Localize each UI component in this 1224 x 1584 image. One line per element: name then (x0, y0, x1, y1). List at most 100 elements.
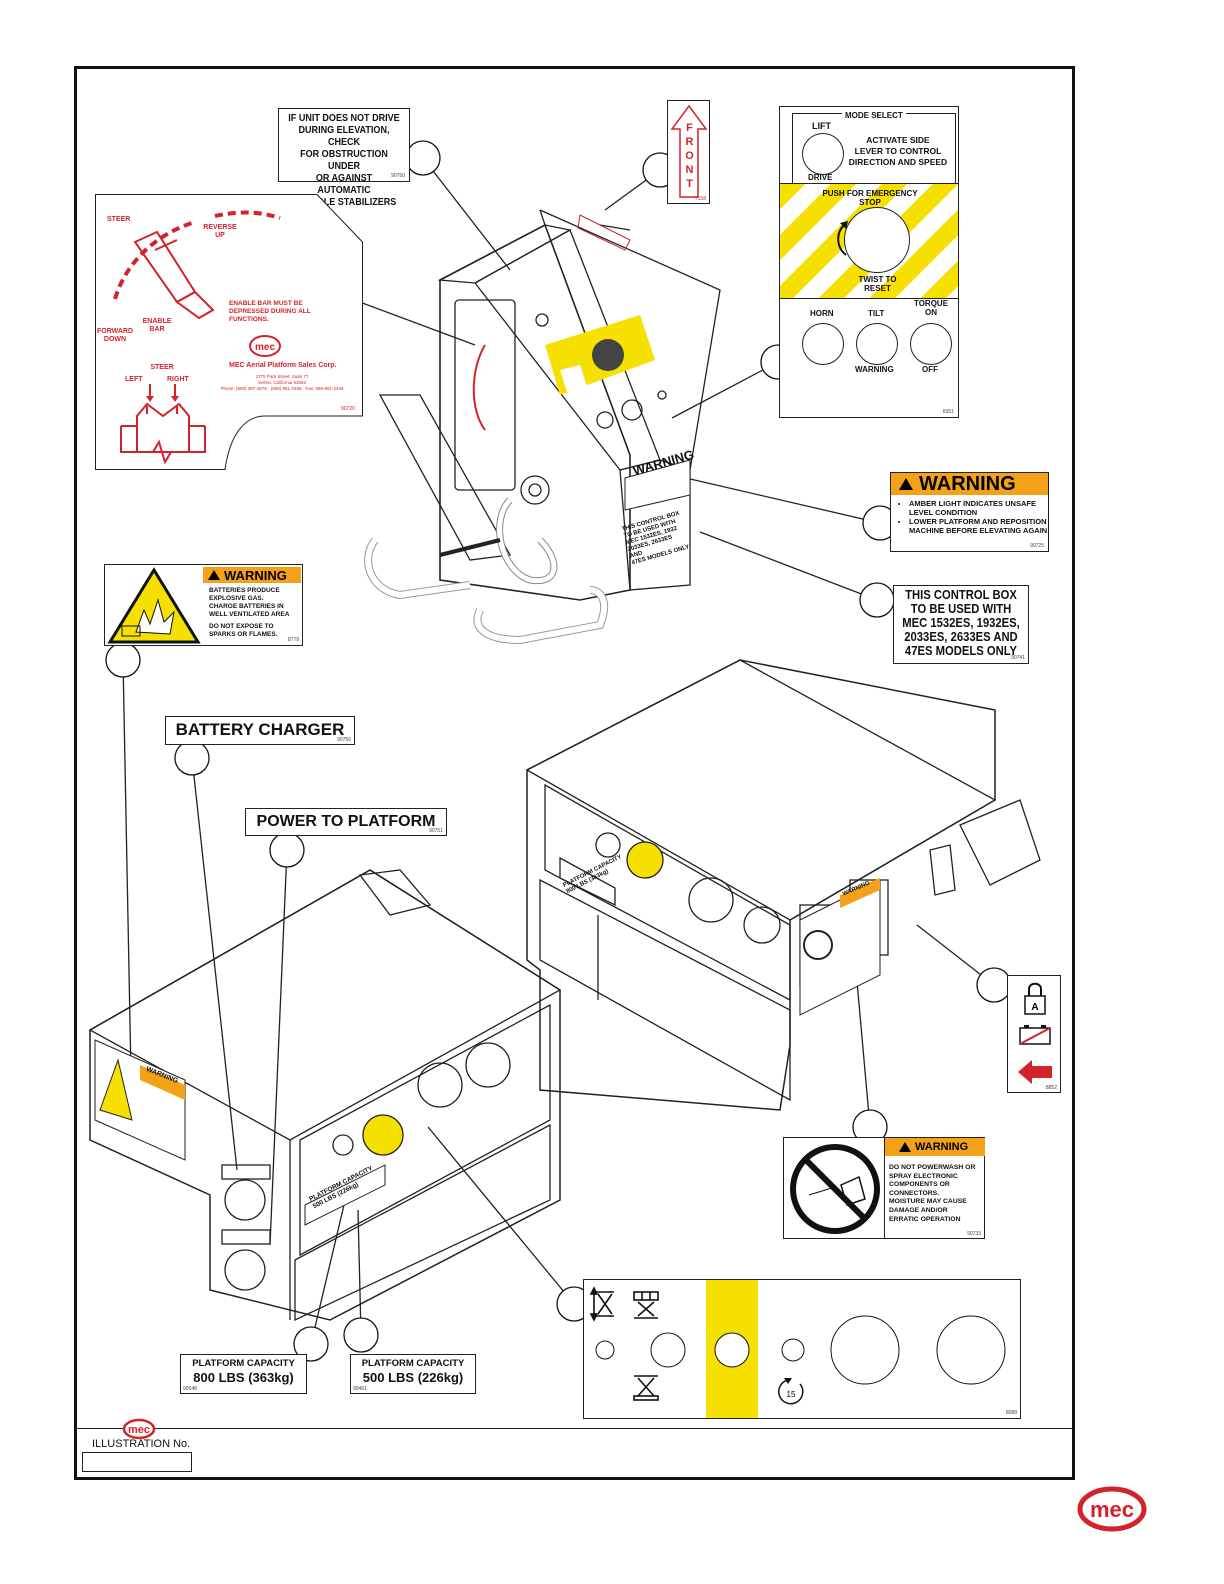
warning-line: DO NOT EXPOSE TO (209, 623, 274, 630)
timer-icon: 15 (778, 1378, 804, 1405)
front-letter: F (686, 122, 693, 134)
rotate-arrow-icon (837, 221, 848, 256)
leader-line (357, 1209, 362, 1336)
front-arrow-decal: F R O N T 7158 (667, 100, 710, 204)
reverse-up-line: REVERSE (203, 224, 237, 231)
capacity-value: 500 LBS (226kg) (362, 1370, 464, 1385)
warning-line: CONNECTORS. (889, 1189, 940, 1197)
activate-text-line: DIRECTION AND SPEED (848, 157, 948, 167)
mec-logo-text: mec (255, 342, 275, 353)
decal-line: 2033ES, 2633ES AND (904, 630, 1018, 644)
warning-line: DAMAGE AND/OR (889, 1206, 948, 1214)
warning-line: ERRATIC OPERATION (889, 1215, 961, 1223)
enable-note-line: DEPRESSED DURING ALL (229, 308, 311, 315)
battery-disconnect-icon (1019, 1025, 1051, 1045)
lift-label: LIFT (812, 121, 831, 131)
torque-label-line: TORQUE (913, 299, 949, 308)
decal-line: TO BE USED WITH (910, 602, 1012, 616)
warning-header-text: WARNING (915, 1141, 969, 1153)
callout-circle (269, 832, 305, 868)
callout-circle (976, 967, 1012, 1003)
decal-line: 47ES MODELS ONLY (904, 644, 1018, 658)
illustration-label: ILLUSTRATION No. (92, 1438, 191, 1450)
leader-line (269, 849, 288, 1246)
front-letter: T (686, 178, 693, 190)
tilt-label: TILT (868, 309, 885, 318)
illustration-number-box (82, 1452, 192, 1472)
torque-label-line: ON (925, 308, 937, 317)
callout-circle (293, 1326, 329, 1362)
battery-explosive-gas-decal: WARNING BATTERIES PRODUCE EXPLOSIVE GAS.… (104, 564, 303, 646)
no-spray-icon (790, 1144, 880, 1234)
twist-reset-line: RESET (864, 284, 891, 293)
estop-button (714, 1332, 750, 1368)
explosion-warning-icon (107, 567, 201, 644)
enable-bar-line: ENABLE (142, 318, 172, 325)
lockout-decal: A 8852 (1007, 975, 1061, 1093)
decal-line: FOR OBSTRUCTION UNDER (300, 148, 388, 172)
decal-line: THIS CONTROL BOX (905, 588, 1017, 602)
front-letter: O (685, 150, 694, 162)
base-control-panel-decal: 15 8088 (583, 1279, 1021, 1419)
warning-header: WARNING (203, 567, 301, 583)
left-label: LEFT (125, 376, 143, 383)
mec-logo-large: mec (1077, 1486, 1147, 1532)
part-number: 90750 (337, 737, 351, 743)
enable-note-line: ENABLE BAR MUST BE (229, 300, 303, 307)
enable-note-line: FUNCTIONS. (229, 316, 269, 323)
scissor-up-down-icon (589, 1286, 614, 1322)
activate-text-line: LEVER TO CONTROL (854, 146, 942, 156)
leader-line (671, 361, 779, 419)
illustration-frame (74, 66, 1075, 1480)
battery-charger-decal: BATTERY CHARGER 90750 (165, 716, 355, 745)
twist-reset-line: TWIST TO (858, 275, 897, 284)
platform-capacity-500-decal: PLATFORM CAPACITY 500 LBS (226kg) 90461 (350, 1354, 476, 1394)
off-label: OFF (922, 365, 938, 374)
drive-obstruction-decal: IF UNIT DOES NOT DRIVE DURING ELEVATION,… (278, 108, 410, 208)
warning-triangle-icon (899, 1142, 911, 1152)
part-number: 90750 (391, 173, 405, 179)
arrow-left-icon (1018, 1060, 1052, 1084)
warning-line: CHARGE BATTERIES IN (209, 603, 284, 610)
steer-decal: mec STEER REVERSE UP FORWARD DOWN ENABLE… (95, 194, 363, 470)
address-line: Selma, California 93662 (257, 380, 307, 385)
drive-label: DRIVE (808, 173, 833, 182)
amber-light-warning-decal: WARNING AMBER LIGHT INDICATES UNSAFE LEV… (890, 472, 1049, 552)
warning-line: COMPONENTS OR (889, 1181, 950, 1189)
warning-line: EXPLOSIVE GAS. (209, 595, 264, 602)
warning-line: SPARKS OR FLAMES. (209, 631, 278, 638)
part-number: 90548 (183, 1386, 197, 1392)
platform-drive-icon (633, 1291, 659, 1319)
leader-line (685, 477, 881, 524)
horn-label: HORN (810, 309, 834, 318)
mec-logo-small: mec (122, 1418, 156, 1440)
callout-circle (343, 1317, 379, 1353)
mode-select-decal: MODE SELECT LIFT DRIVE ACTIVATE SIDE LEV… (779, 106, 959, 418)
leader-line (122, 659, 132, 1076)
warning-bullet: LOWER PLATFORM AND REPOSITION MACHINE BE… (909, 517, 1048, 535)
callout-circle (174, 740, 210, 776)
decal-line: IF UNIT DOES NOT DRIVE (288, 112, 400, 124)
warning-header: WARNING (891, 473, 1048, 495)
warning-line: WELL VENTILATED AREA (209, 611, 290, 618)
part-number: 90741 (1011, 655, 1025, 661)
forward-down-line: FORWARD (96, 328, 134, 335)
mec-logo-icon (249, 335, 281, 357)
scissor-lowered-icon (633, 1375, 659, 1401)
enable-bar-line: BAR (149, 326, 165, 333)
right-label: RIGHT (167, 376, 189, 383)
leader-line (855, 969, 871, 1128)
battery-gauge (936, 1315, 1006, 1385)
push-stop-line: PUSH FOR EMERGENCY (822, 189, 918, 198)
warning-label: WARNING (855, 365, 894, 374)
timer-label: 15 (787, 1390, 796, 1399)
indicator-light (781, 1338, 805, 1362)
address-line: Phone: (800) 387-4575 · (559) 891-2488 ·… (220, 386, 344, 391)
footer-divider (77, 1428, 1072, 1429)
decal-line: MEC 1532ES, 1932ES, (902, 616, 1020, 630)
company-name: MEC Aerial Platform Sales Corp. (229, 362, 337, 369)
warning-line: SPRAY ELECTRONIC (889, 1172, 958, 1180)
part-number: 7158 (694, 196, 706, 202)
part-number: 90725 (1030, 543, 1044, 549)
arrow-up-icon (670, 104, 708, 198)
